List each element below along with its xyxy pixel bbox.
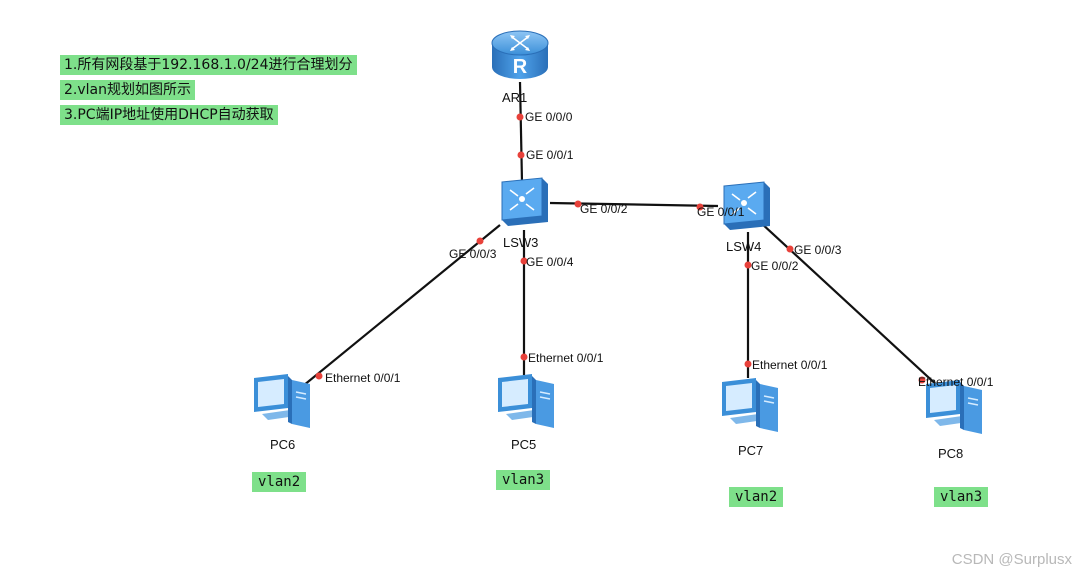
svg-text:R: R <box>513 56 528 78</box>
port-dot-lsw4-ge003 <box>786 245 794 253</box>
port-label-lsw3-ge001: GE 0/0/1 <box>526 148 574 162</box>
port-label-pc7-eth001: Ethernet 0/0/1 <box>752 358 828 372</box>
port-dot-pc6-eth001 <box>315 372 323 380</box>
port-dot-pc7-eth001 <box>744 360 752 368</box>
port-dot-pc8-eth001 <box>918 376 926 384</box>
device-label-pc7: PC7 <box>738 443 764 458</box>
vlan-tag-pc8: vlan3 <box>934 487 989 507</box>
port-dot-lsw3-ge002 <box>574 200 582 208</box>
vlan-tag-pc5: vlan3 <box>496 470 551 490</box>
watermark: CSDN @Surplusx <box>951 551 1072 568</box>
switch-icon[interactable] <box>496 176 550 232</box>
device-label-ar1: AR1 <box>502 90 528 105</box>
link-ar1-lsw3[interactable] <box>518 81 524 183</box>
port-label-lsw3-ge002: GE 0/0/2 <box>580 202 628 216</box>
port-dot-ar1-ge000 <box>516 113 524 121</box>
port-label-pc8-eth001: Ethernet 0/0/1 <box>918 375 994 389</box>
port-label-lsw4-ge002: GE 0/0/2 <box>751 259 799 273</box>
port-label-lsw3-ge004: GE 0/0/4 <box>526 255 574 269</box>
link-lsw3-pc6[interactable] <box>297 224 501 391</box>
note-3: 3.PC端IP地址使用DHCP自动获取 <box>60 105 278 125</box>
port-dot-lsw4-ge001 <box>696 203 704 211</box>
vlan-tag-pc7: vlan2 <box>729 487 784 507</box>
port-dot-lsw3-ge003 <box>476 237 484 245</box>
port-label-lsw4-ge001: GE 0/0/1 <box>697 205 745 219</box>
port-label-lsw3-ge003: GE 0/0/3 <box>449 247 497 261</box>
pc-icon[interactable] <box>248 374 316 436</box>
device-label-lsw4: LSW4 <box>726 239 762 254</box>
port-label-lsw4-ge003: GE 0/0/3 <box>794 243 842 257</box>
port-dot-lsw4-ge002 <box>744 261 752 269</box>
device-label-pc5: PC5 <box>511 437 537 452</box>
device-label-pc6: PC6 <box>270 437 296 452</box>
port-dots <box>315 113 926 384</box>
port-dot-pc5-eth001 <box>520 353 528 361</box>
port-dot-lsw3-ge001 <box>517 151 525 159</box>
port-label-pc5-eth001: Ethernet 0/0/1 <box>528 351 604 365</box>
port-dot-lsw3-ge004 <box>520 257 528 265</box>
pc-icon[interactable] <box>920 380 988 442</box>
router-icon[interactable]: R <box>490 27 550 87</box>
note-1: 1.所有网段基于192.168.1.0/24进行合理划分 <box>60 55 357 75</box>
vlan-tag-pc6: vlan2 <box>252 472 307 492</box>
port-label-ar1-ge000: GE 0/0/0 <box>525 110 573 124</box>
device-label-pc8: PC8 <box>938 446 964 461</box>
links <box>297 81 941 391</box>
pc-icon[interactable] <box>716 378 784 440</box>
pc-icon[interactable] <box>492 374 560 436</box>
device-label-lsw3: LSW3 <box>503 235 539 250</box>
note-2: 2.vlan规划如图所示 <box>60 80 195 100</box>
port-label-pc6-eth001: Ethernet 0/0/1 <box>325 371 401 385</box>
switch-icon[interactable] <box>718 180 772 236</box>
